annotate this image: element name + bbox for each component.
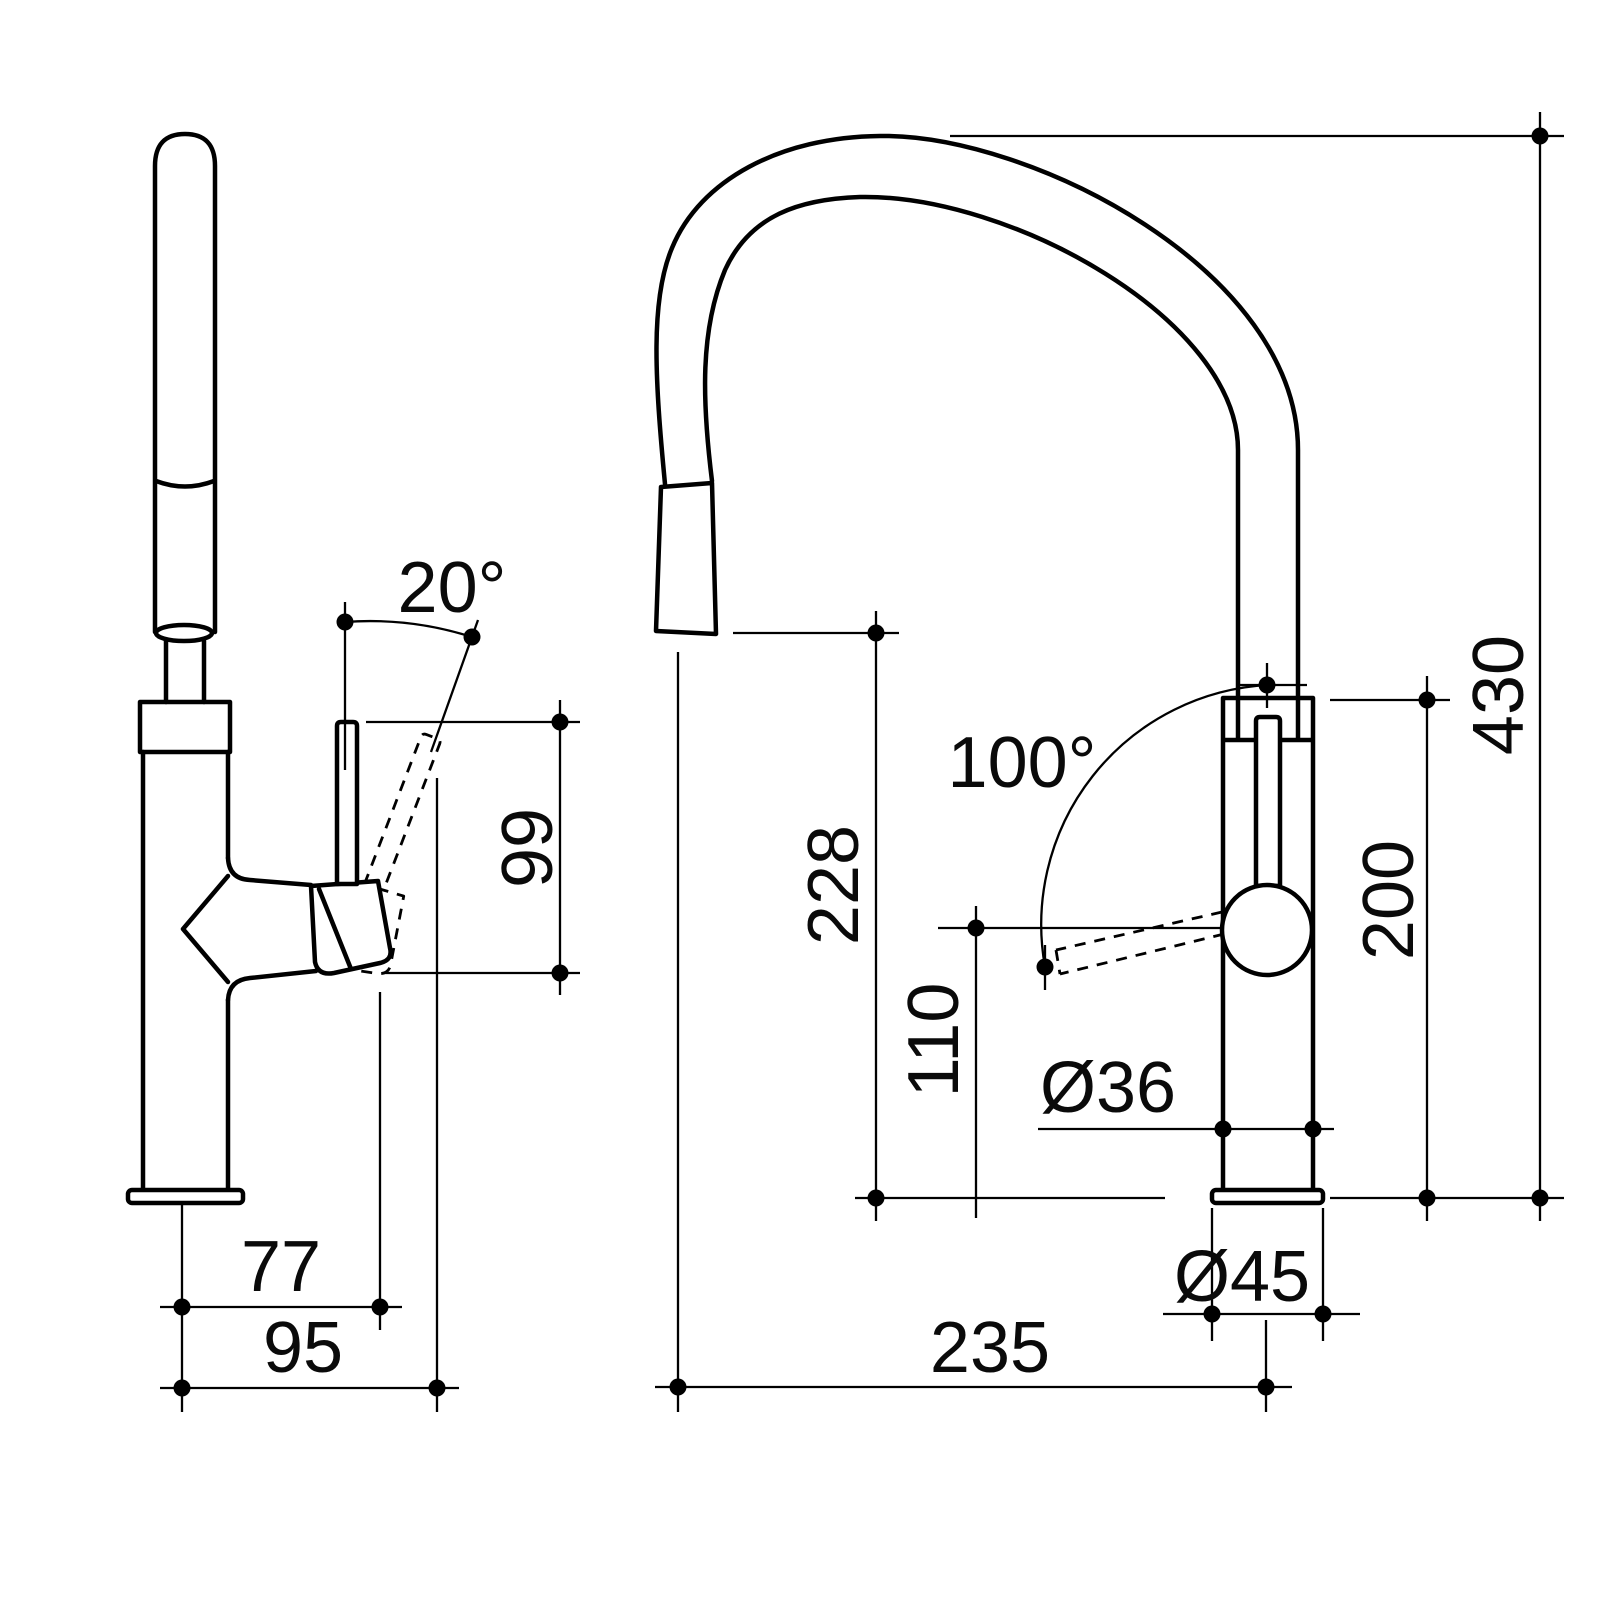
side-body-cap [137,699,233,755]
side-handle-lever [334,719,360,887]
angle-20-arc [344,619,473,639]
side-handle-body [308,878,393,976]
dim-dot [551,713,569,731]
front-gooseneck-inner [702,194,1241,701]
front-spray-head [653,480,719,637]
dim-dot [1258,676,1276,694]
dim-dot [967,919,985,937]
dim-dot [463,628,481,646]
side-spray-joint-line [153,478,217,489]
dim-dot [551,964,569,982]
dim-110-lines [938,906,1222,1218]
front-handle-lever [1253,714,1283,889]
dim-dot [371,1298,389,1316]
dim-label-228: 228 [794,825,874,945]
dim-235-lines [655,652,1292,1412]
dim-dot [1214,1120,1232,1138]
angle-100-arc [1040,683,1268,968]
side-outlet-ellipse [153,622,215,644]
dim-label-430: 430 [1459,635,1539,755]
side-body-column [140,749,231,1193]
side-view-faucet [125,131,442,1206]
dim-dot [1036,958,1054,976]
dim-dot [1203,1305,1221,1323]
front-base-flange [1209,1187,1326,1206]
dim-label-20deg: 20° [398,548,507,628]
dim-dot [1531,127,1549,145]
side-handle-step-bottom [225,968,319,1003]
dim-99-lines [366,700,580,995]
dim-label-235: 235 [930,1308,1050,1388]
dim-dot [1314,1305,1332,1323]
side-handle-body-edge [316,886,354,972]
dim-label-95: 95 [263,1308,343,1388]
dim-dot [867,624,885,642]
dim-dot [1418,1189,1436,1207]
dim-dot [1531,1189,1549,1207]
dim-dot [428,1379,446,1397]
dim-dot [1304,1120,1322,1138]
dim-dot [1418,691,1436,709]
dim-label-99: 99 [488,808,568,888]
front-handle-swung-dashed [1054,910,1225,976]
side-spray-tube [152,131,218,635]
side-handle-step-top [225,855,314,888]
front-view-faucet [653,133,1326,1206]
dim-dot [173,1379,191,1397]
side-base-flange [125,1187,246,1206]
dim-label-110: 110 [894,983,974,1098]
dim-430-lines [950,112,1564,1221]
dim-label-77: 77 [241,1227,321,1307]
dim-label-d45: Ø45 [1174,1237,1310,1317]
side-neck [163,638,207,705]
dim-dot [173,1298,191,1316]
dim-label-d36: Ø36 [1040,1048,1176,1128]
front-view-dimensions: 100° 228 110 Ø36 Ø45 235 200 [655,112,1564,1412]
dim-dot [1257,1378,1275,1396]
side-view-dimensions: 20° 99 77 95 [160,548,580,1412]
side-body-wedge [180,873,231,985]
dim-label-100deg: 100° [948,723,1097,803]
front-handle-pivot [1219,882,1315,978]
dim-dot [669,1378,687,1396]
front-gooseneck-outer [654,133,1301,701]
dim-label-200: 200 [1349,840,1429,960]
dim-dot [336,613,354,631]
